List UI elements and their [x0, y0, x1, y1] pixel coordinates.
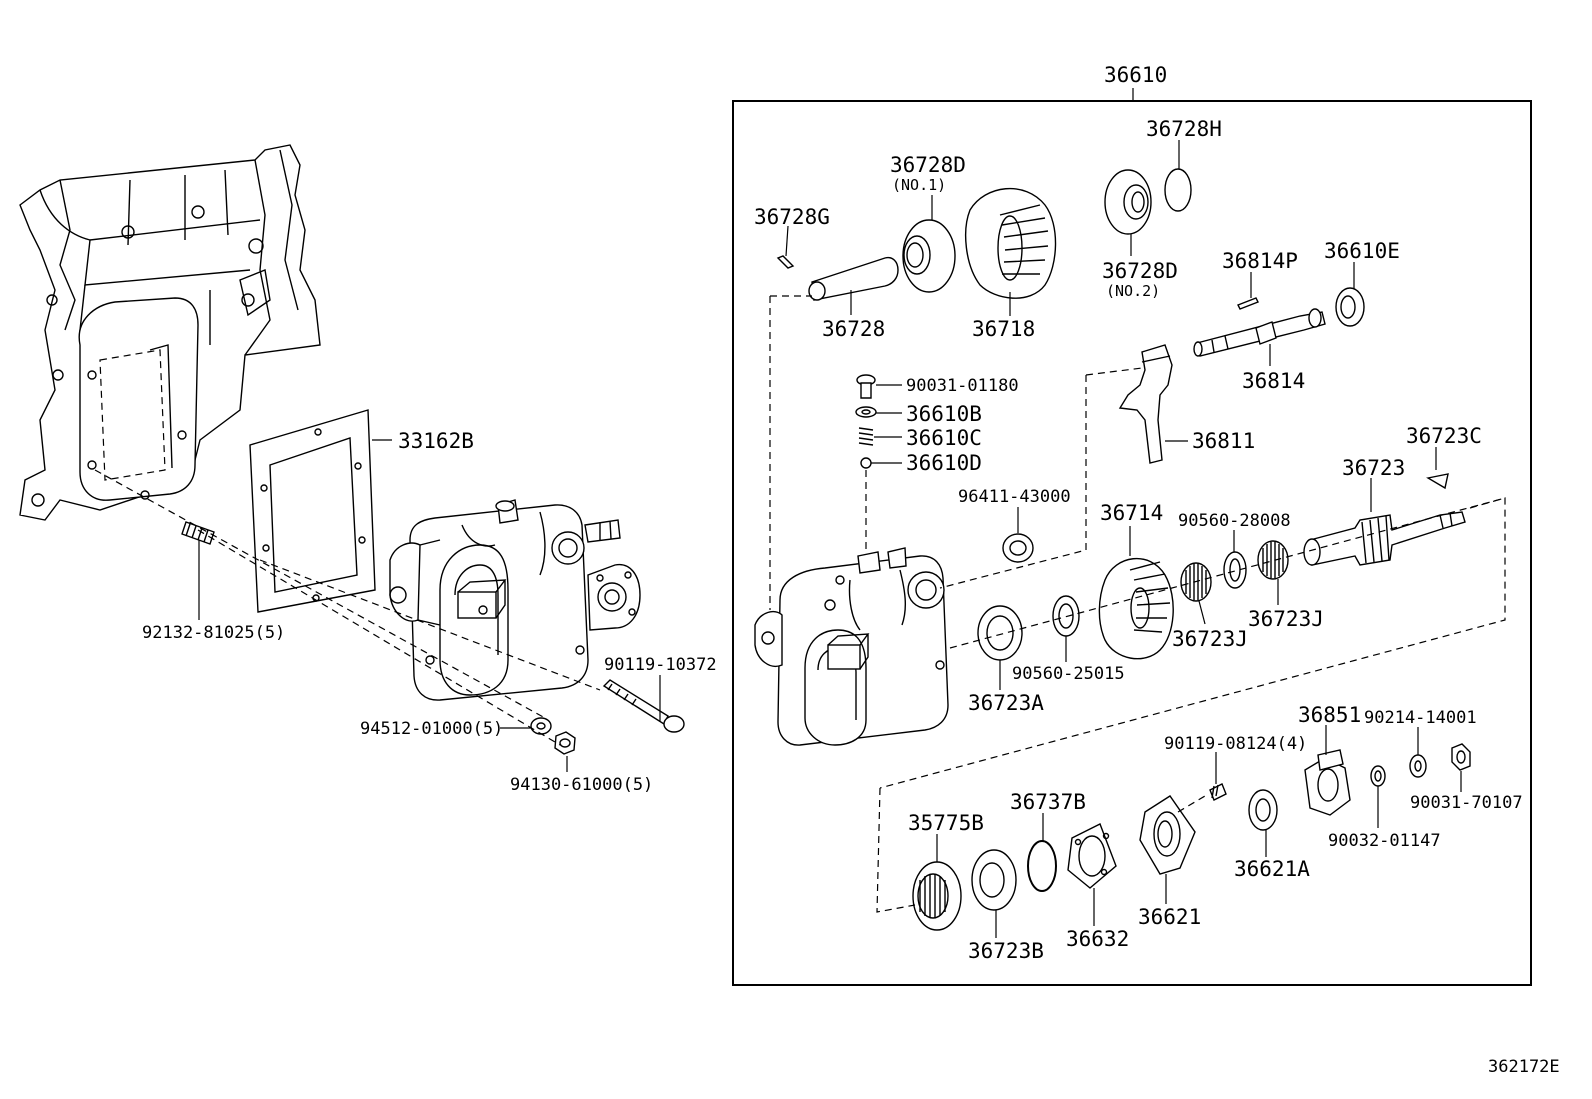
note-36728d-no2: (NO.2)	[1106, 282, 1160, 300]
diagram-id: 362172E	[1488, 1057, 1560, 1077]
gear-36718-illustration	[965, 187, 1057, 299]
washer-and-nut-illustration	[530, 717, 576, 755]
pin-36814p-illustration	[1237, 297, 1259, 310]
transfer-housing-right-illustration	[754, 547, 949, 746]
label-36814: 36814	[1242, 369, 1305, 393]
transfer-housing-left-illustration	[389, 499, 641, 701]
left-dashed-guides	[94, 469, 601, 746]
label-36723a: 36723A	[968, 691, 1044, 715]
spacer-90560-28008-illustration	[1223, 551, 1247, 589]
snap-ring-36737b-illustration	[1027, 840, 1057, 892]
label-36610e: 36610E	[1324, 239, 1400, 263]
assembly-frame	[732, 100, 1532, 986]
label-90214-14001: 90214-14001	[1364, 708, 1477, 728]
label-36718: 36718	[972, 317, 1035, 341]
label-36728d-no1: 36728D	[890, 153, 966, 177]
label-36728: 36728	[822, 317, 885, 341]
label-36728g: 36728G	[754, 205, 830, 229]
label-36723: 36723	[1342, 456, 1405, 480]
ring-36728h-illustration	[1164, 168, 1192, 212]
label-94512-01000: 94512-01000(5)	[360, 719, 503, 739]
part-labels: 36610 33162B 92132-81025(5) 90119-10372 …	[142, 63, 1560, 1077]
bearing-36728d-no2-illustration	[1104, 169, 1152, 235]
key-36723c-illustration	[1426, 473, 1449, 490]
label-36851: 36851	[1298, 703, 1361, 727]
note-36728d-no1: (NO.1)	[892, 176, 946, 194]
label-36723j-b: 36723J	[1248, 607, 1324, 631]
label-36723c: 36723C	[1406, 424, 1482, 448]
leader-lines	[198, 140, 1462, 938]
label-36621a: 36621A	[1234, 857, 1310, 881]
shift-shaft-36814-illustration	[1193, 308, 1326, 357]
label-90560-25015: 90560-25015	[1012, 664, 1125, 684]
bearing-36723a-illustration	[977, 605, 1023, 661]
shift-fork-36811-illustration	[1118, 344, 1173, 464]
label-92132-81025: 92132-81025(5)	[142, 623, 285, 643]
label-36737b: 36737B	[1010, 790, 1086, 814]
label-94130-61000: 94130-61000(5)	[510, 775, 653, 795]
bearing-36723b-illustration	[971, 849, 1017, 911]
right-dashed-guides	[769, 295, 1506, 913]
label-96411-43000: 96411-43000	[958, 487, 1071, 507]
detent-parts-illustration	[855, 374, 877, 469]
label-35775b: 35775B	[908, 811, 984, 835]
label-90031-70107: 90031-70107	[1410, 793, 1523, 813]
label-36814p: 36814P	[1222, 249, 1298, 273]
gasket-33162b-illustration	[249, 409, 376, 613]
stud-bolt-illustration	[181, 521, 215, 545]
label-36714: 36714	[1100, 501, 1163, 525]
retainer-36621-illustration	[1139, 795, 1196, 875]
seal-96411-illustration	[1002, 533, 1034, 563]
shaft-36728-illustration	[808, 256, 899, 301]
label-90031-01180: 90031-01180	[906, 376, 1019, 396]
label-90560-28008: 90560-28008	[1178, 511, 1291, 531]
seal-36621a-illustration	[1248, 789, 1278, 831]
pin-36728g-illustration	[776, 255, 795, 269]
label-36728h: 36728H	[1146, 117, 1222, 141]
label-33162b: 33162B	[398, 429, 474, 453]
washer-90032-illustration	[1370, 765, 1386, 787]
gear-36714-illustration	[1098, 558, 1174, 660]
bearing-36728d-no1-illustration	[902, 219, 956, 293]
label-90119-08124: 90119-08124(4)	[1164, 734, 1307, 754]
needle-bearing-35775b-illustration	[912, 861, 962, 931]
label-36610b: 36610B	[906, 402, 982, 426]
needle-bearing-36723j-b-illustration	[1257, 540, 1289, 580]
nut-90031-70107-illustration	[1451, 743, 1471, 771]
label-36610c: 36610C	[906, 426, 982, 450]
label-36621: 36621	[1138, 905, 1201, 929]
label-90032-01147: 90032-01147	[1328, 831, 1441, 851]
label-36610d: 36610D	[906, 451, 982, 475]
transmission-case-illustration	[19, 144, 321, 521]
label-36811: 36811	[1192, 429, 1255, 453]
washer-90214-illustration	[1409, 754, 1427, 778]
label-36728d-no2: 36728D	[1102, 259, 1178, 283]
seal-36610e-illustration	[1335, 287, 1365, 327]
label-36723b: 36723B	[968, 939, 1044, 963]
flange-36851-illustration	[1304, 749, 1351, 816]
spacer-90560-25015-illustration	[1052, 595, 1080, 637]
label-90119-10372: 90119-10372	[604, 655, 717, 675]
shaft-36723-illustration	[1303, 511, 1466, 566]
assembly-part-number: 36610	[1104, 63, 1167, 87]
label-36723j-a: 36723J	[1172, 627, 1248, 651]
gasket-36632-illustration	[1067, 823, 1117, 889]
bolt-90119-10372-illustration	[602, 679, 685, 733]
bolt-90119-08124-illustration	[1209, 783, 1227, 801]
label-36632: 36632	[1066, 927, 1129, 951]
